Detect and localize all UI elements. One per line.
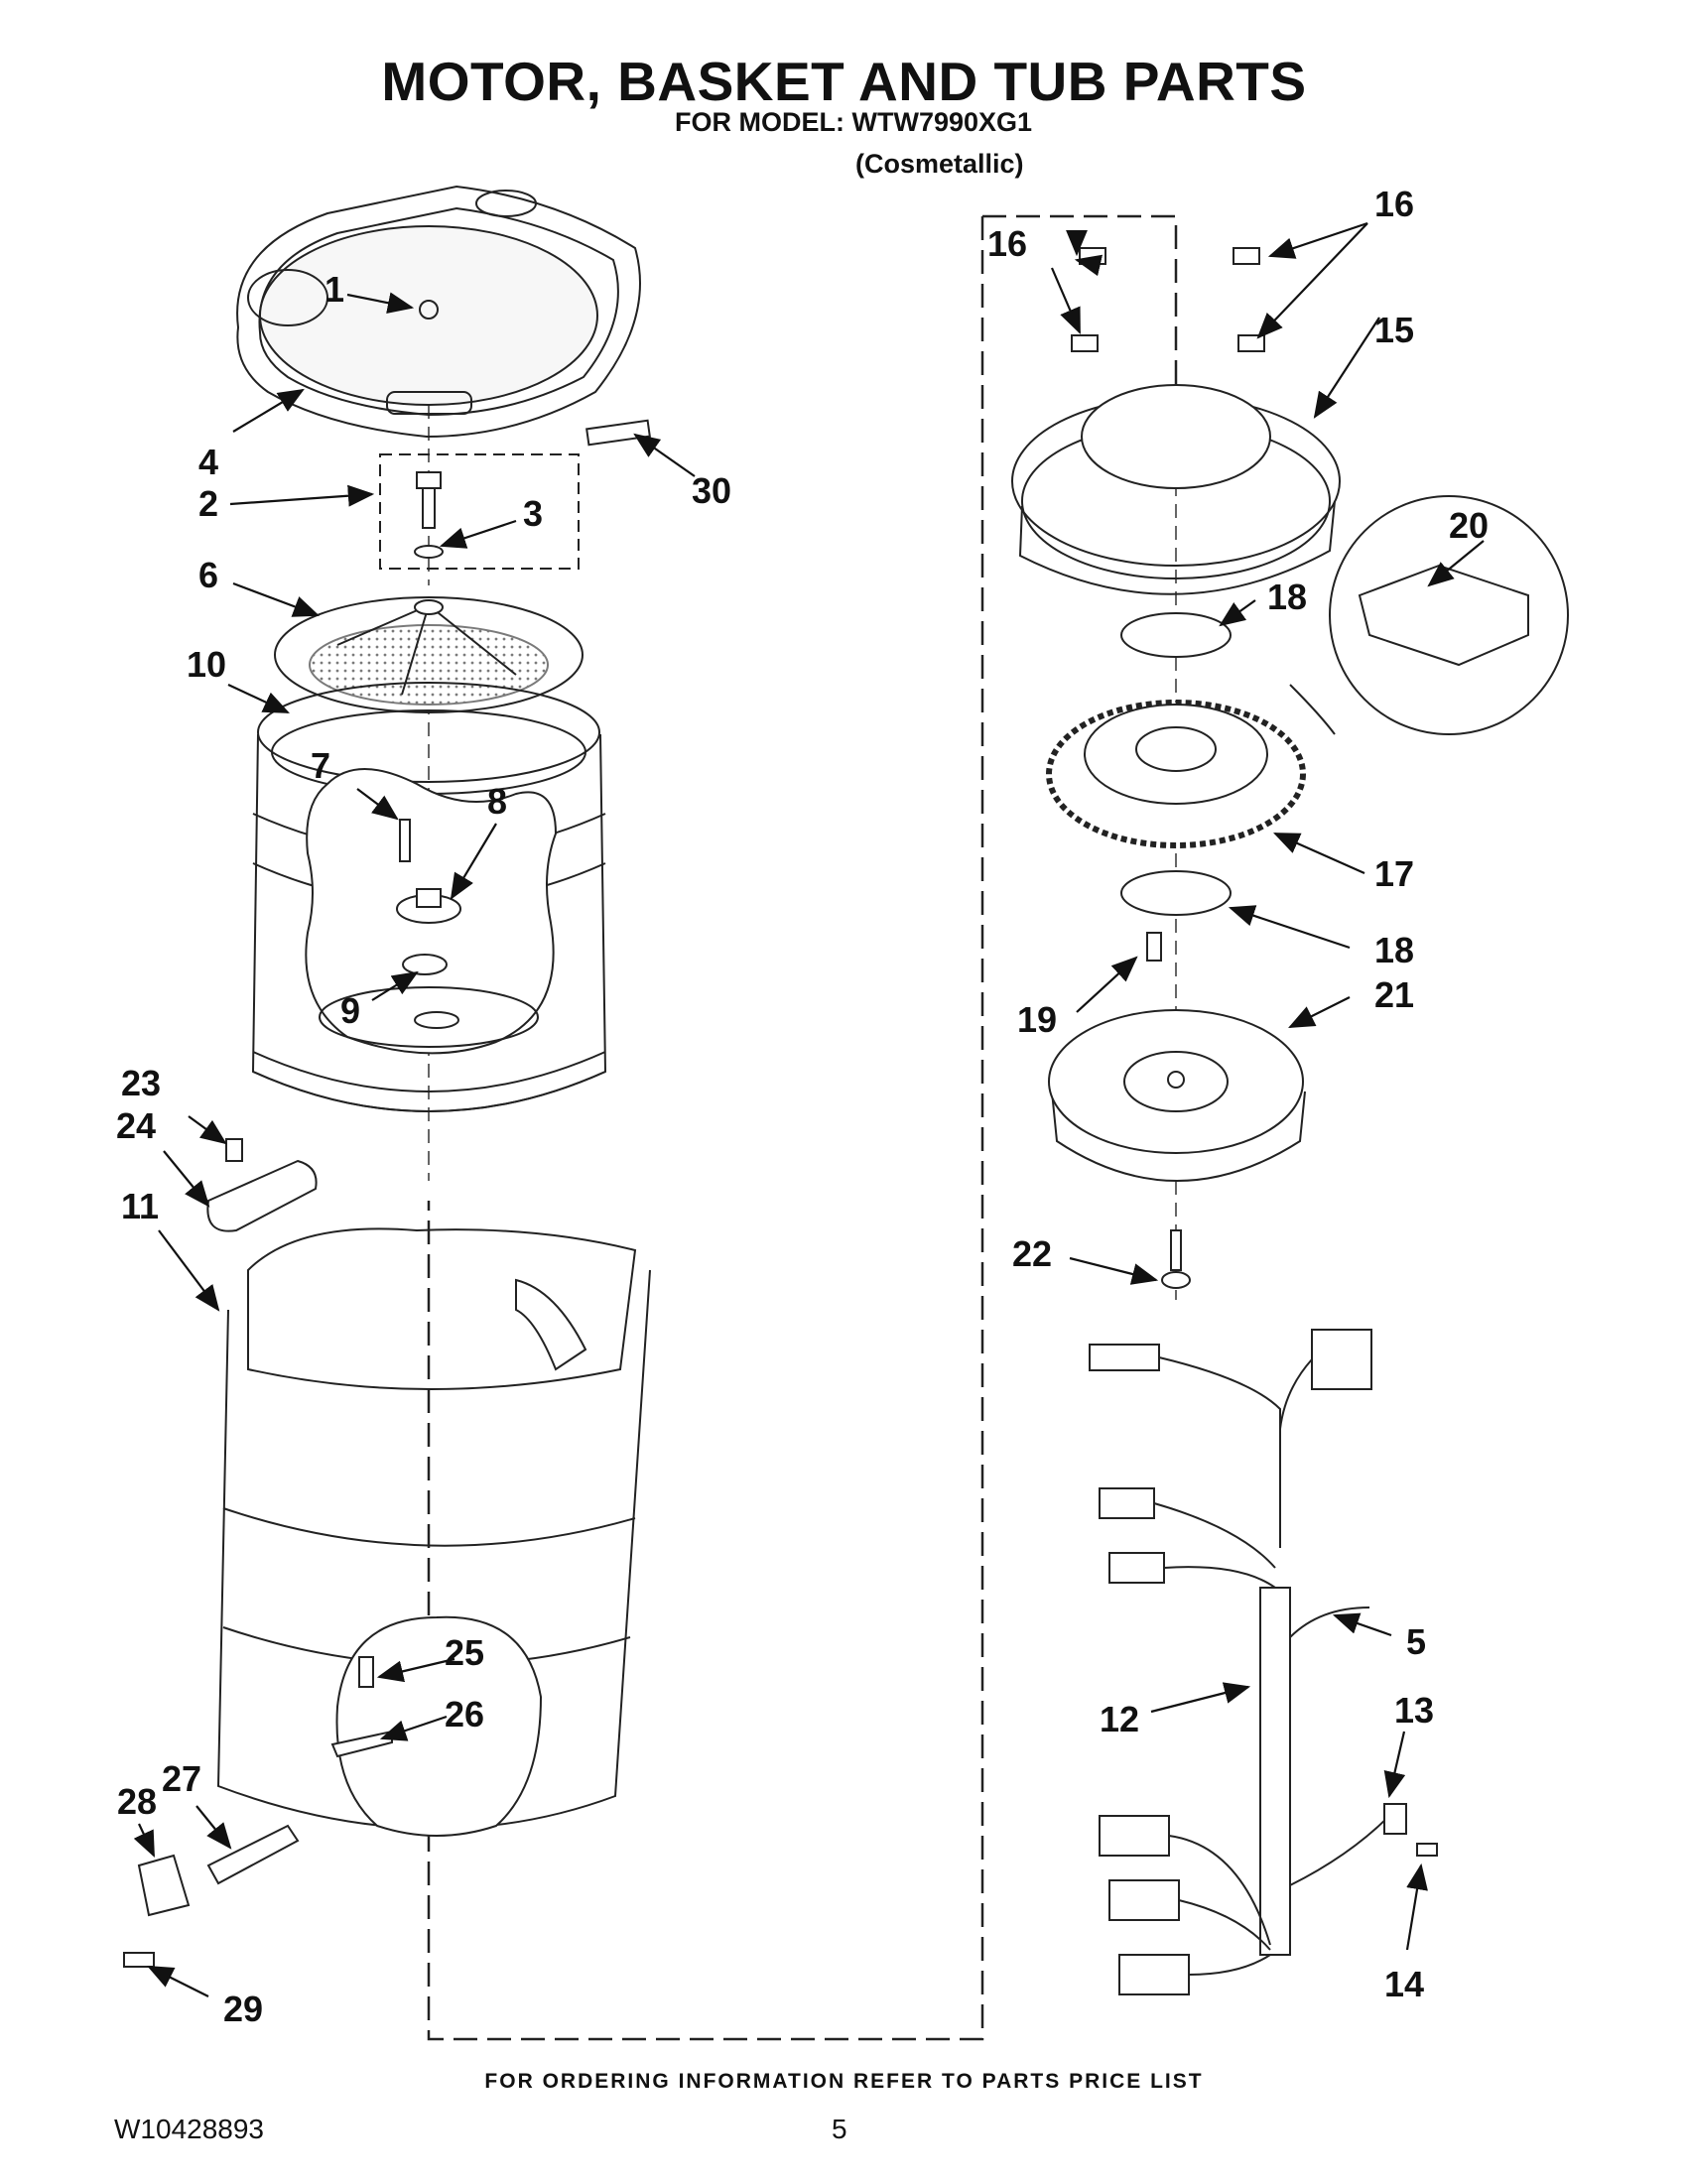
- callout-18-top: 18: [1267, 577, 1307, 617]
- callout-22: 22: [1012, 1233, 1052, 1274]
- color-line: (Cosmetallic): [855, 149, 1024, 179]
- callout-16-right: 16: [1374, 184, 1414, 224]
- sensor-detail: [1289, 495, 1569, 735]
- heater-parts: [123, 1824, 300, 1968]
- callout-18-bottom: 18: [1374, 930, 1414, 970]
- callout-4: 4: [198, 442, 218, 482]
- bracket-part: [206, 1138, 318, 1232]
- callout-19: 19: [1017, 999, 1057, 1040]
- strip-part: [585, 419, 651, 447]
- callout-27: 27: [162, 1758, 201, 1799]
- callout-21: 21: [1374, 974, 1414, 1015]
- callout-labels: 1 2 3 4 5 6 7 8 9 10 11 12 13 14 15 16 1…: [116, 184, 1489, 2029]
- impeller-part: [274, 596, 584, 713]
- callout-15: 15: [1374, 310, 1414, 350]
- callout-3: 3: [523, 493, 543, 534]
- ordering-note: FOR ORDERING INFORMATION REFER TO PARTS …: [484, 2070, 1204, 2093]
- callout-11: 11: [121, 1186, 159, 1226]
- callout-arrows: [133, 221, 1485, 1997]
- gasket-top: [1120, 612, 1232, 658]
- callout-12: 12: [1100, 1699, 1139, 1739]
- assembly-outline: [427, 214, 1178, 2041]
- callout-28: 28: [117, 1781, 157, 1822]
- callout-10: 10: [187, 644, 226, 685]
- callout-6: 6: [198, 555, 218, 595]
- stator-mount-part: [1011, 384, 1341, 595]
- tub-ring-part: [236, 185, 641, 439]
- callout-14: 14: [1384, 1964, 1424, 2004]
- outer-tub-part: [216, 1227, 651, 1837]
- hub-parts: [396, 819, 461, 1029]
- document-number: W10428893: [114, 2114, 265, 2144]
- rotor-bolt: [1161, 1229, 1191, 1289]
- callout-29: 29: [223, 1989, 263, 2029]
- callout-26: 26: [445, 1694, 484, 1734]
- cushion-parts: [1071, 247, 1265, 352]
- callout-8: 8: [487, 781, 507, 822]
- callout-25: 25: [445, 1632, 484, 1673]
- callout-17: 17: [1374, 853, 1414, 894]
- wire-harness-part: [1089, 1329, 1407, 1995]
- harness-screw: [1416, 1843, 1438, 1857]
- callout-13: 13: [1394, 1690, 1434, 1731]
- callout-2: 2: [198, 483, 218, 524]
- page-title: MOTOR, BASKET AND TUB PARTS: [381, 51, 1307, 112]
- callout-30: 30: [692, 470, 731, 511]
- page-number: 5: [832, 2114, 847, 2144]
- callout-9: 9: [340, 990, 360, 1031]
- stator-screw: [1146, 932, 1162, 962]
- gasket-bottom: [1120, 870, 1232, 916]
- callout-1: 1: [325, 269, 344, 310]
- bolt-kit-box: [379, 453, 580, 570]
- callout-20: 20: [1449, 505, 1489, 546]
- callout-5: 5: [1406, 1621, 1426, 1662]
- stator-part: [1046, 700, 1306, 848]
- bolt-part: [414, 471, 444, 559]
- callout-24: 24: [116, 1105, 156, 1146]
- callout-7: 7: [311, 745, 330, 786]
- model-line: FOR MODEL: WTW7990XG1: [675, 107, 1033, 137]
- screw-clip-parts: [330, 1656, 393, 1758]
- callout-16-left: 16: [987, 223, 1027, 264]
- rotor-part: [1048, 1009, 1306, 1182]
- callout-23: 23: [121, 1063, 161, 1103]
